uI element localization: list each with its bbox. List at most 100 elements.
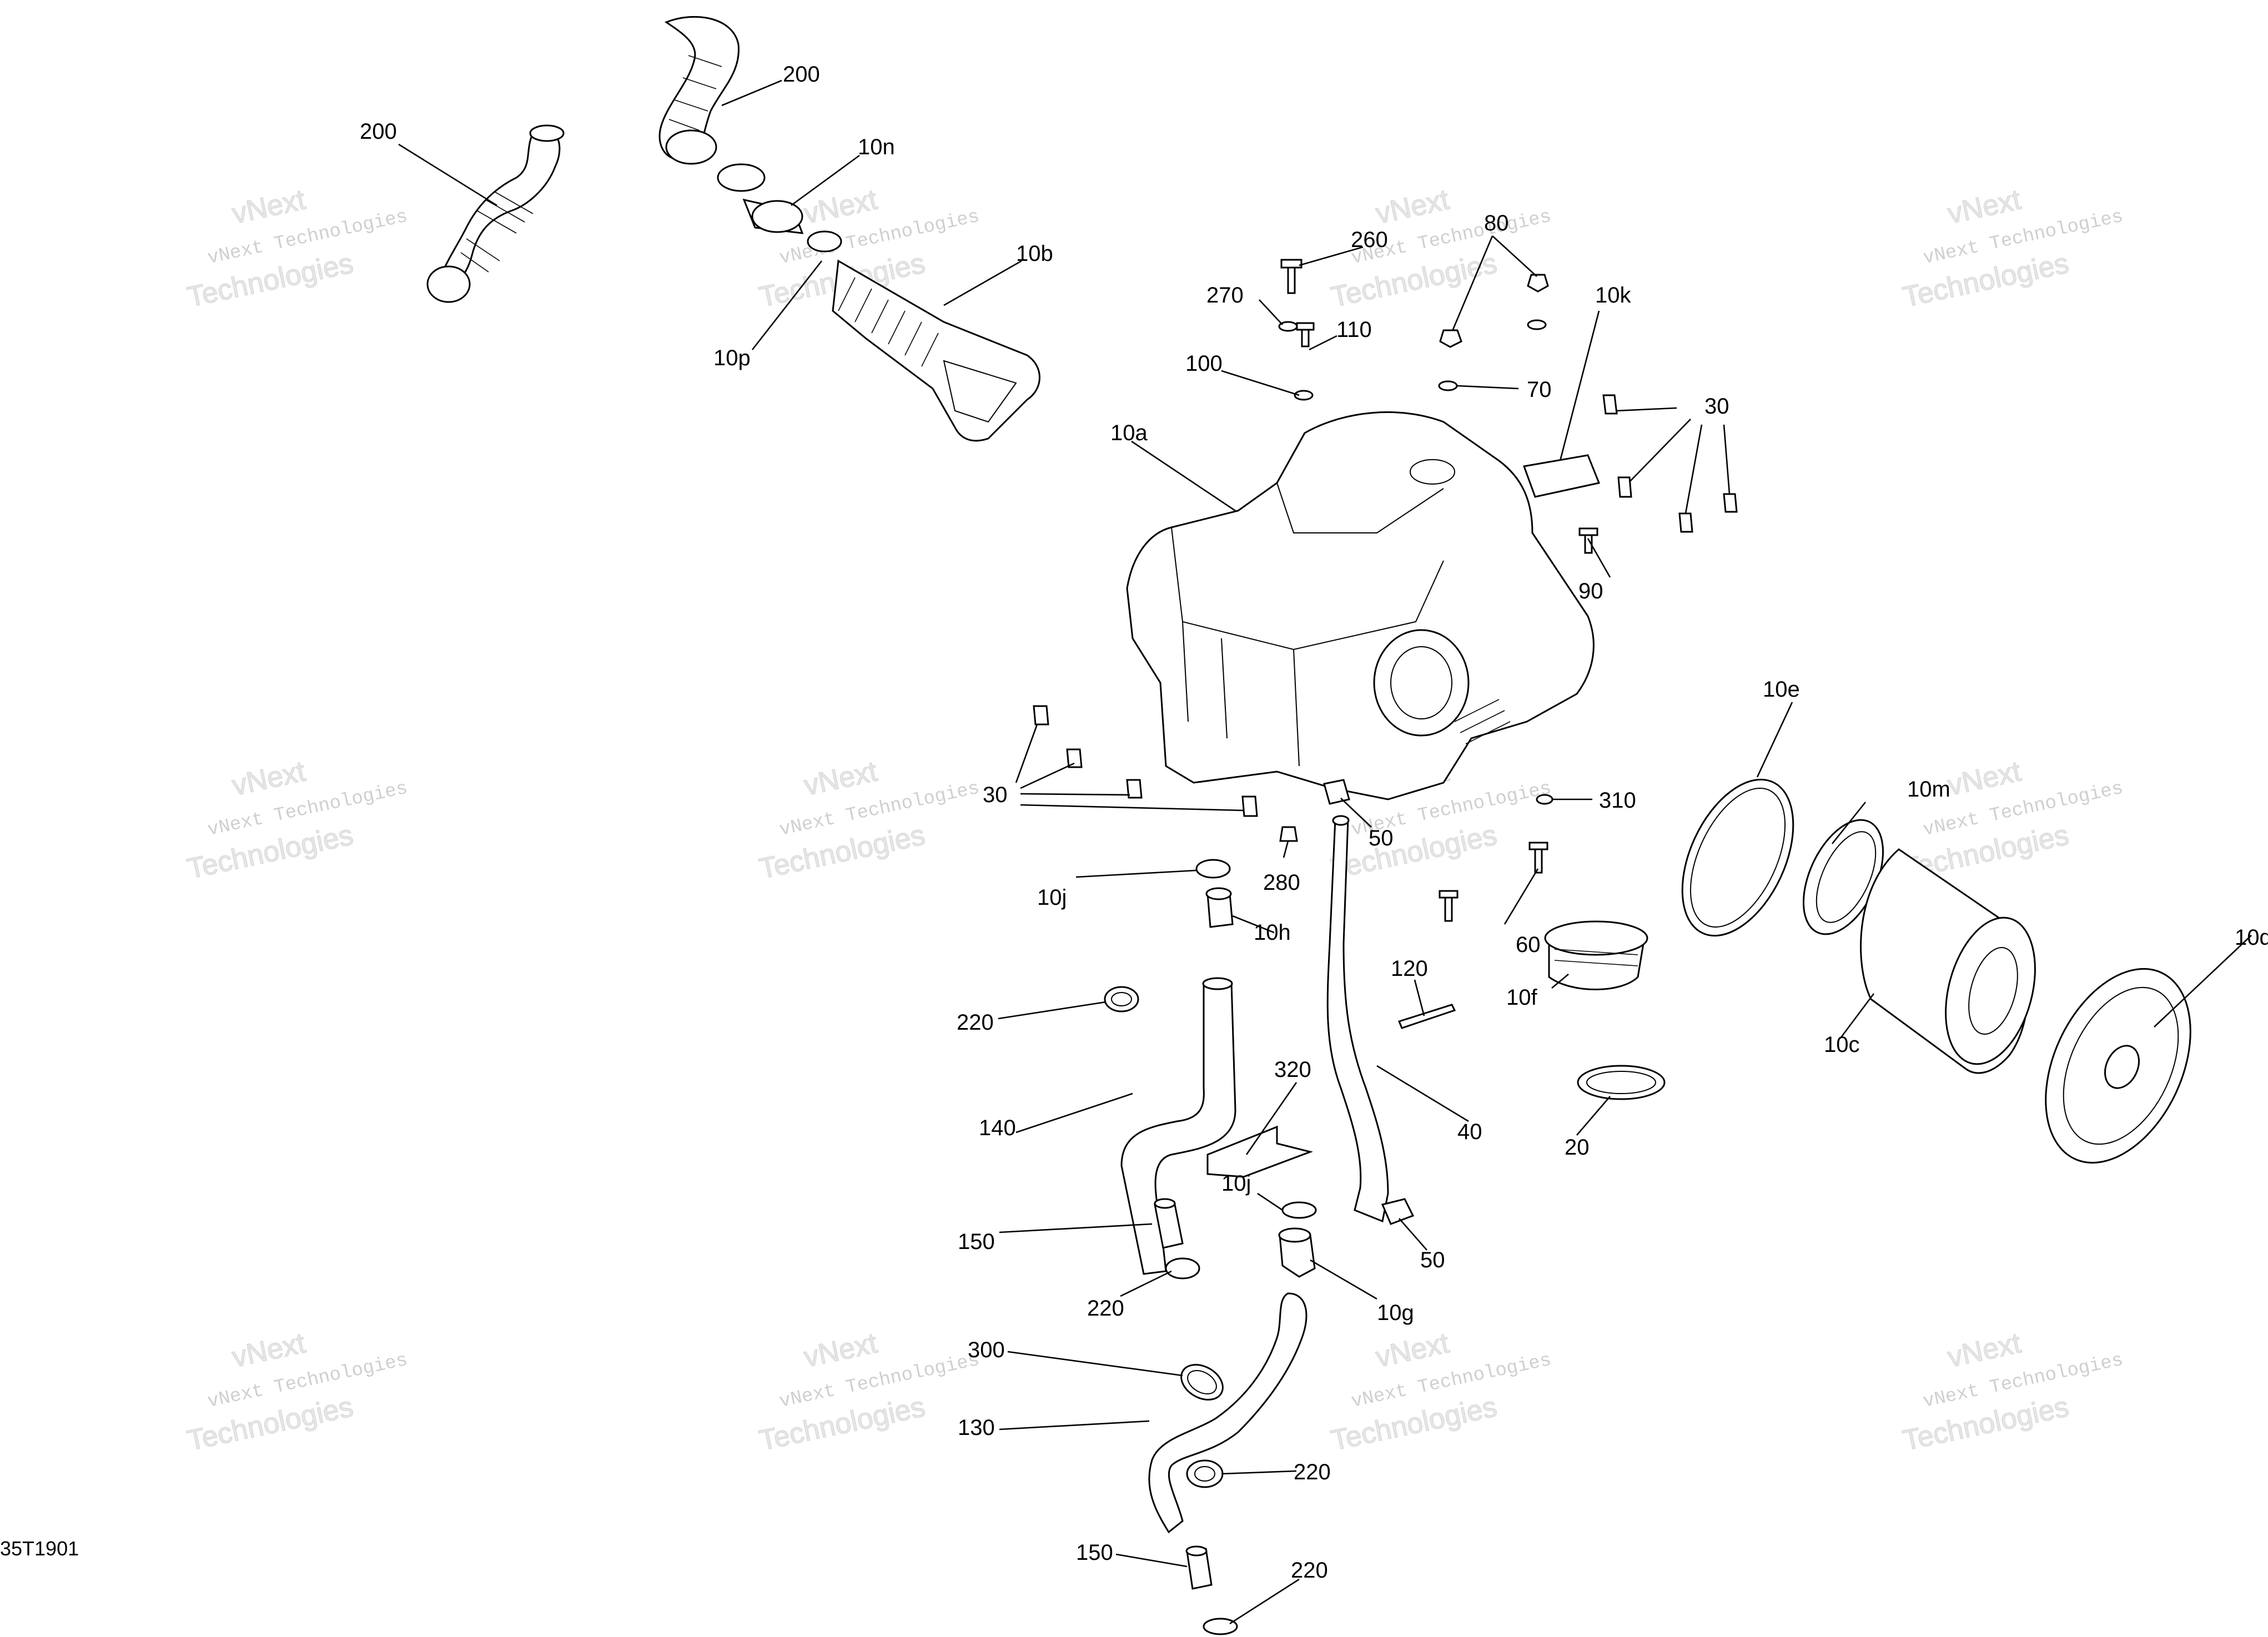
part-grommet-310 [1536,794,1553,805]
callout-110: 110 [1336,318,1372,342]
part-plug-280 [1279,826,1298,842]
callout-10j: 10j [1037,885,1067,910]
watermark: vNext vNext Technologies Technologies [184,1327,410,1458]
part-clip-30-left [1033,705,1258,817]
callout-10p: 10p [713,346,751,370]
callout-70: 70 [1527,377,1552,402]
callout-30: 30 [983,783,1008,807]
callout-60: 60 [1516,933,1541,957]
part-fitting-50-bottom [1381,1198,1415,1225]
watermark-text: vNext [1945,183,2024,230]
callout-30: 30 [1704,394,1729,419]
callout-10f: 10f [1506,985,1537,1010]
callout-10a: 10a [1110,421,1148,445]
callout-320: 320 [1274,1057,1311,1082]
callout-200: 200 [783,62,820,87]
callout-10d: 10d [2235,925,2268,950]
part-airbox-10a [1126,411,1595,800]
part-clip-30-top [1602,394,1738,533]
part-coupling-10n [717,163,842,253]
part-nut-80a [1439,329,1462,348]
callout-220: 220 [1294,1460,1331,1484]
part-connector-150-b [1185,1545,1213,1590]
callout-10e: 10e [1763,677,1800,702]
part-clamp-220-a [1104,986,1139,1013]
part-boot-10f [1544,920,1648,990]
callout-270: 270 [1206,283,1244,308]
part-label-plate-10k [1522,454,1601,498]
callout-200: 200 [360,119,397,144]
callout-140: 140 [979,1116,1016,1140]
callout-10h: 10h [1254,920,1291,945]
part-screw-260 [1280,259,1303,294]
part-intake-duct-200-left [426,124,565,303]
part-nut-80b [1527,274,1549,293]
callout-10j: 10j [1221,1171,1251,1196]
callout-220: 220 [1291,1558,1328,1583]
callout-10b: 10b [1016,241,1053,266]
part-adapter-10g [1278,1227,1316,1278]
part-clamp-220-b [1165,1257,1200,1280]
part-screw-110 [1296,322,1315,347]
watermark-text: vNext [229,755,309,802]
part-ring-300 [1180,1364,1224,1401]
callout-10k: 10k [1595,283,1631,308]
watermark-text: vNext [229,1327,309,1373]
watermark: vNext vNext Technologies Technologies [756,1327,982,1458]
part-gasket-320 [1206,1125,1314,1178]
part-connector-150-a [1154,1198,1184,1249]
callout-labels: 200 200 10n 10b 10p 260 80 270 110 10k 1… [360,62,2268,1583]
callout-10m: 10m [1907,777,1950,802]
watermark-text: vNext [801,755,881,802]
watermark-text: vNext [801,1327,881,1373]
callout-280: 280 [1263,870,1300,895]
callout-50: 50 [1420,1248,1445,1272]
callout-40: 40 [1457,1120,1482,1144]
callout-10g: 10g [1377,1301,1414,1325]
watermark: vNext vNext Technologies Technologies [1900,755,2125,886]
leader-lines [398,79,2252,1625]
part-pin-120 [1397,1004,1456,1029]
part-clamp-10j-a [1195,859,1231,879]
callout-80: 80 [1484,211,1509,235]
part-clamp-220-c [1186,1459,1224,1488]
part-washer-70b [1438,380,1458,391]
callout-220: 220 [1087,1296,1124,1321]
callout-130: 130 [958,1416,995,1440]
watermark: vNext vNext Technologies Technologies [1328,1327,1553,1458]
callout-260: 260 [1351,228,1388,252]
figure-id: 35T1901 [0,1537,79,1560]
callout-310: 310 [1599,788,1636,813]
part-clamp-220-d [1203,1618,1238,1635]
part-washer-70a [1527,319,1547,330]
part-bolt-60 [1439,842,1548,922]
part-hose-130 [1148,1292,1308,1534]
callout-10c: 10c [1824,1032,1860,1057]
part-clamp-20 [1577,1065,1666,1100]
part-inlet-tube-10b [832,259,1040,442]
callout-300: 300 [968,1338,1005,1362]
watermark: vNext vNext Technologies Technologies [184,755,410,886]
callout-220: 220 [957,1010,994,1035]
callout-90: 90 [1578,579,1603,603]
part-cover-10d [2045,968,2191,1164]
callout-50: 50 [1369,826,1394,850]
callout-150: 150 [958,1230,995,1254]
watermark-text: vNext [229,183,309,230]
watermark: vNext vNext Technologies Technologies [1900,183,2125,314]
callout-150: 150 [1076,1540,1113,1565]
watermark-text: vNext [801,183,881,230]
watermark-text: vNext [1945,755,2024,802]
part-clamp-10j-b [1281,1201,1317,1219]
watermark-text: vNext [1945,1327,2024,1373]
callout-120: 120 [1391,956,1428,981]
part-o-ring-10e [1681,778,1794,937]
part-washer-100 [1294,390,1314,401]
watermark-text: vNext [1373,183,1452,230]
watermark: vNext vNext Technologies Technologies [756,755,982,886]
part-fitting-50-top [1323,779,1350,805]
callout-100: 100 [1185,351,1223,376]
part-bolt-90 [1578,527,1598,554]
part-adapter-10h [1205,887,1234,928]
